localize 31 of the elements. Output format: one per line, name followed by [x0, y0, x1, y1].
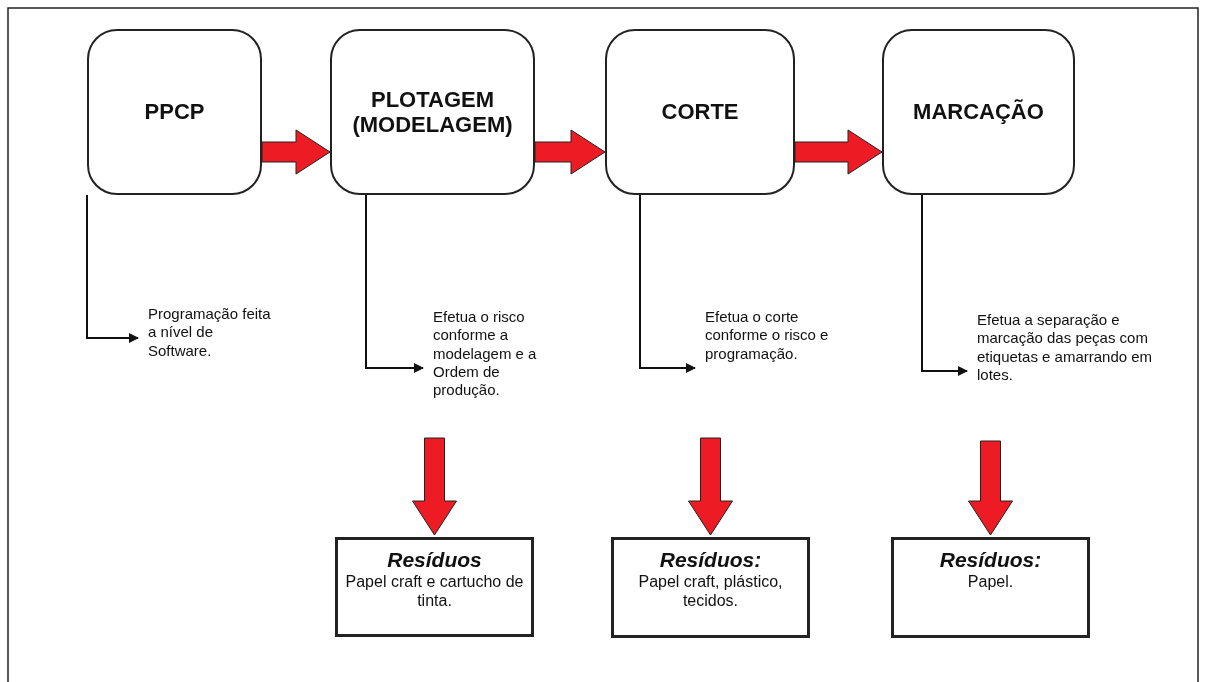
leader-arrow — [639, 194, 696, 373]
block-arrow — [534, 129, 606, 175]
process-box — [87, 29, 262, 195]
process-box — [882, 29, 1075, 195]
description-text: Efetua o risco conforme a modelagem e a Ordem de produção. — [433, 308, 538, 400]
process-title: CORTE — [661, 99, 739, 125]
waste-list: Papel craft e cartucho de tinta. — [338, 572, 531, 611]
process-title: PPCP — [144, 99, 205, 125]
block-arrow — [968, 440, 1013, 536]
block-arrow — [412, 437, 457, 536]
leader-arrow — [365, 194, 424, 373]
process-box — [330, 29, 535, 195]
process-title: MARCAÇÃO — [913, 99, 1044, 125]
description-text: Efetua a separação e marcação das peças com etiquetas e amarrando em lotes. — [977, 311, 1154, 385]
description-text: Programação feita a nível de Software. — [148, 305, 272, 360]
waste-box — [611, 537, 810, 638]
block-arrow — [261, 129, 331, 175]
waste-heading: Resíduos: — [659, 548, 762, 573]
process-title: PLOTAGEM (MODELAGEM) — [351, 86, 514, 138]
waste-box — [891, 537, 1090, 638]
waste-box — [335, 537, 534, 637]
process-box — [605, 29, 795, 195]
waste-list: Papel. — [967, 572, 1014, 592]
block-arrow — [688, 437, 733, 536]
leader-arrow — [921, 194, 968, 376]
description-text: Efetua o corte conforme o risco e programação. — [705, 308, 830, 363]
waste-list: Papel craft, plástico, tecidos. — [614, 572, 807, 611]
waste-heading: Resíduos: — [939, 548, 1042, 573]
leader-arrow — [86, 194, 139, 343]
waste-heading: Resíduos — [387, 548, 482, 573]
block-arrow — [794, 129, 883, 175]
